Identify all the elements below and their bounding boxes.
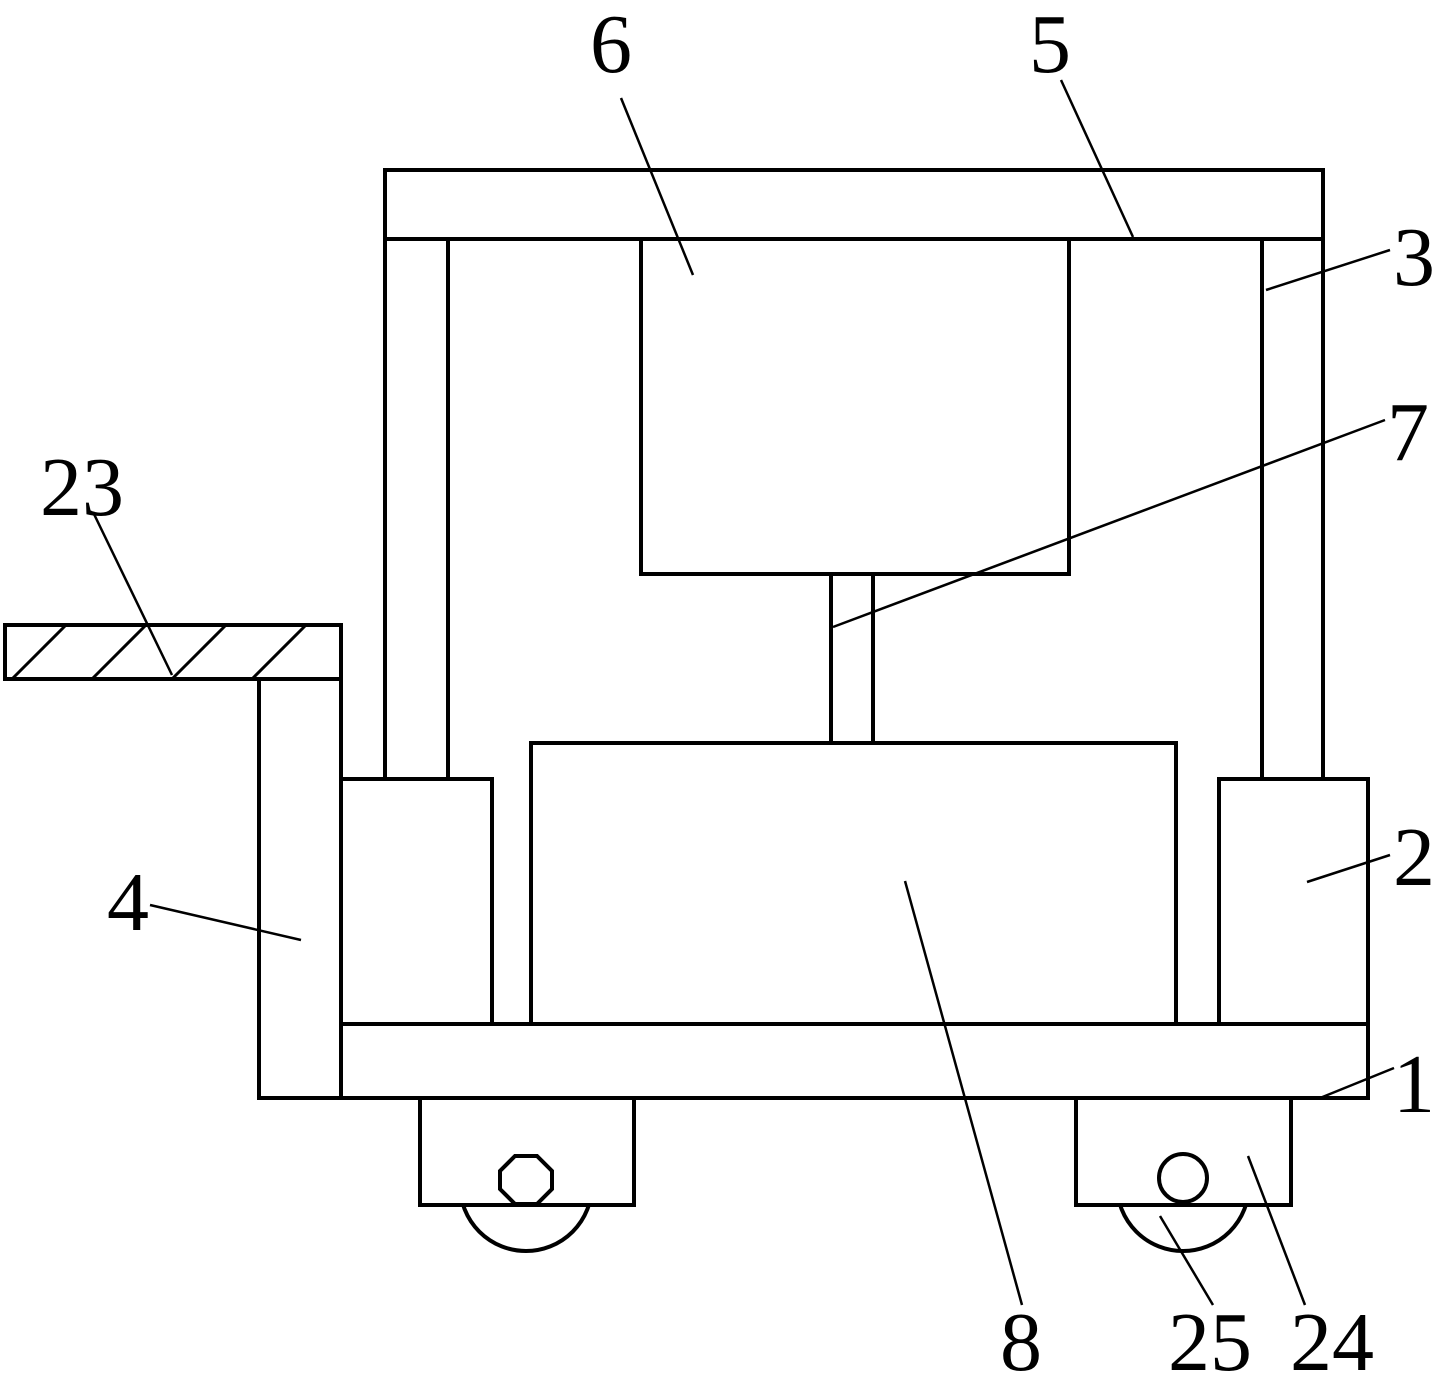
label-2: 2 xyxy=(1393,811,1435,904)
label-8: 8 xyxy=(1000,1296,1042,1389)
label-6: 6 xyxy=(590,0,632,91)
leader-lines xyxy=(91,79,1395,1306)
right-upright xyxy=(1260,237,1325,781)
top-beam xyxy=(383,168,1325,241)
left-side-block xyxy=(339,777,494,1026)
left-axle-nut xyxy=(498,1154,554,1206)
leader-7 xyxy=(832,418,1386,629)
upper-box xyxy=(639,237,1071,576)
leader-1 xyxy=(1319,1066,1395,1100)
right-side-block xyxy=(1217,777,1370,1026)
base-plate xyxy=(339,1022,1370,1100)
leader-5 xyxy=(1059,79,1135,238)
left-upright xyxy=(383,237,450,781)
lower-box xyxy=(529,741,1178,1026)
handle-post xyxy=(257,677,343,1100)
label-23: 23 xyxy=(40,441,124,534)
leader-24 xyxy=(1246,1155,1307,1306)
label-5: 5 xyxy=(1029,0,1071,91)
leader-8 xyxy=(903,880,1024,1306)
label-3: 3 xyxy=(1393,211,1435,304)
leader-2 xyxy=(1306,853,1391,884)
leader-23 xyxy=(91,511,174,676)
right-axle xyxy=(1157,1152,1209,1204)
grip-hatching xyxy=(10,623,308,681)
leader-6 xyxy=(619,97,695,276)
label-1: 1 xyxy=(1393,1038,1435,1131)
hatched-grip xyxy=(3,623,343,681)
leader-3 xyxy=(1265,248,1391,292)
leader-4 xyxy=(149,903,302,942)
label-7: 7 xyxy=(1387,386,1429,479)
label-25: 25 xyxy=(1168,1296,1252,1389)
connecting-rod xyxy=(829,572,875,745)
leader-25 xyxy=(1158,1215,1215,1306)
label-4: 4 xyxy=(107,856,149,949)
label-24: 24 xyxy=(1290,1296,1374,1389)
